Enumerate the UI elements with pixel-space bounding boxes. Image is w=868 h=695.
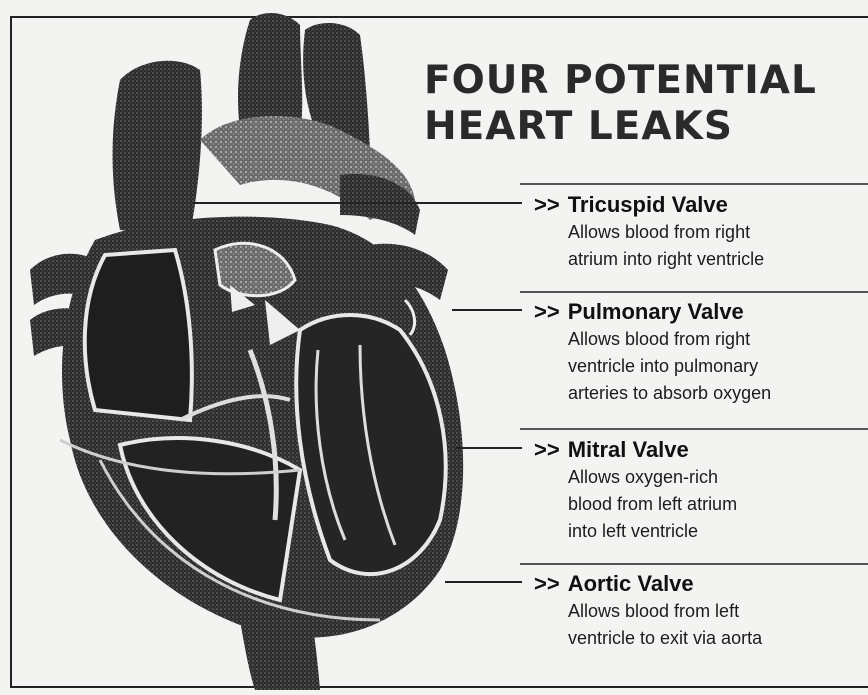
divider (520, 563, 868, 565)
divider (520, 428, 868, 430)
valve-callout-tricuspid: >> Tricuspid Valve Allows blood from righ… (534, 191, 864, 273)
divider (520, 183, 868, 185)
divider (520, 291, 868, 293)
valve-description: Allows blood from left ventricle to exit… (568, 598, 864, 652)
valve-name: Pulmonary Valve (568, 299, 744, 324)
page-title: FOUR POTENTIAL HEART LEAKS (424, 58, 817, 150)
valve-name: Mitral Valve (568, 437, 689, 462)
title-line-1: FOUR POTENTIAL (424, 58, 817, 104)
valve-callout-pulmonary: >> Pulmonary Valve Allows blood from righ… (534, 298, 864, 407)
chevron-marker: >> (534, 437, 560, 462)
valve-callout-mitral: >> Mitral Valve Allows oxygen-rich blood … (534, 436, 864, 545)
valve-callout-aortic: >> Aortic Valve Allows blood from left ve… (534, 570, 864, 652)
valve-description: Allows blood from right ventricle into p… (568, 326, 864, 407)
chevron-marker: >> (534, 571, 560, 596)
chevron-marker: >> (534, 299, 560, 324)
valve-name: Aortic Valve (568, 571, 694, 596)
valve-description: Allows blood from right atrium into righ… (568, 219, 864, 273)
title-line-2: HEART LEAKS (424, 104, 817, 150)
chevron-marker: >> (534, 192, 560, 217)
heart-body (60, 217, 463, 638)
valve-description: Allows oxygen-rich blood from left atriu… (568, 464, 864, 545)
valve-name: Tricuspid Valve (568, 192, 728, 217)
